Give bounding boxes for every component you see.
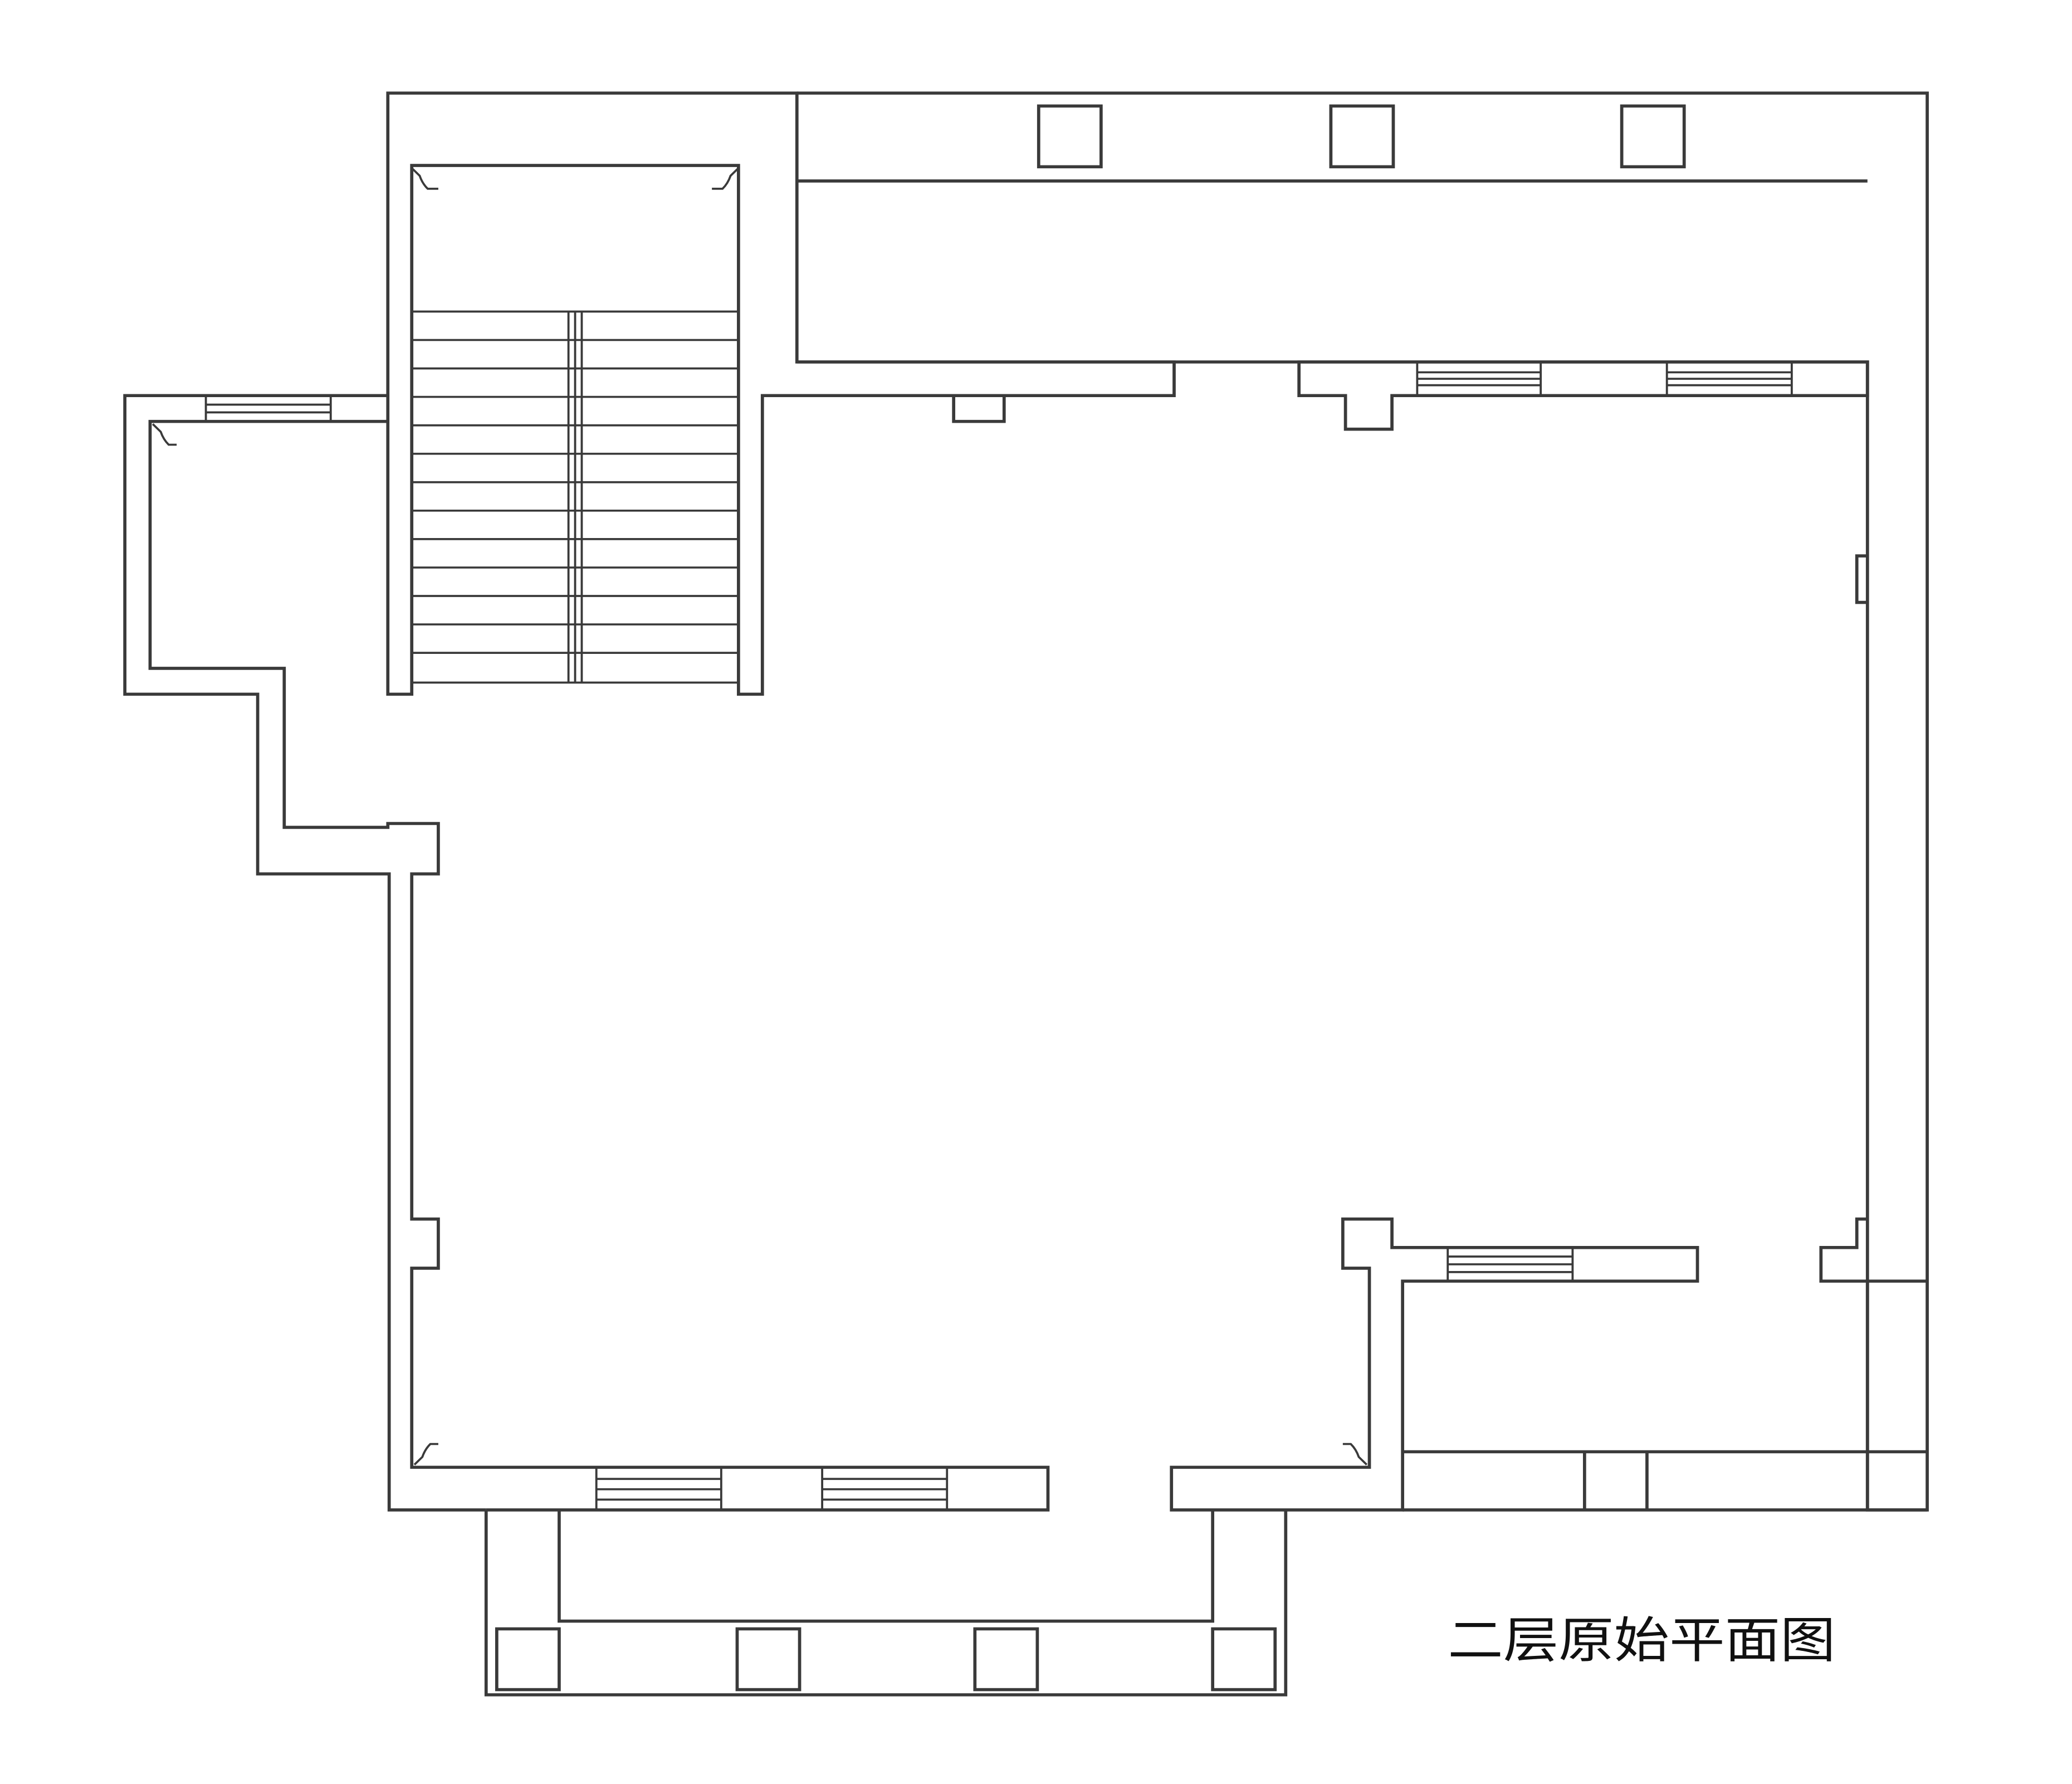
- east-wall: [1819, 554, 1928, 1283]
- wall-stub-left: [952, 395, 1006, 423]
- column-top-3: [1620, 104, 1686, 169]
- corner-mark-wing: [152, 423, 177, 446]
- front-porch: [484, 1509, 1288, 1697]
- window-north-2: [1665, 361, 1793, 396]
- terrace-outer-wall: [796, 91, 1929, 1512]
- column-top-1: [1037, 104, 1103, 169]
- window-north-1: [1416, 361, 1542, 396]
- porch-inner: [558, 1509, 1215, 1623]
- south-wall: [595, 1217, 1699, 1512]
- corner-mark-stair-tl: [411, 167, 438, 190]
- porch-outer: [484, 1509, 1288, 1697]
- stair-core: [386, 91, 1176, 696]
- column-porch-4: [1211, 1627, 1277, 1692]
- drawing-title: 二层原始平面图: [1448, 1612, 1835, 1670]
- bottom-right-room: [1402, 1281, 1928, 1512]
- south-wall-right-segment: [1170, 1217, 1699, 1512]
- corner-mark-south-right: [1342, 1443, 1368, 1466]
- window-south-1: [595, 1467, 722, 1510]
- column-porch-1: [495, 1627, 561, 1692]
- left-wing-inner: [148, 419, 1050, 1512]
- staircase: [412, 310, 739, 684]
- corner-mark-south-left: [413, 1443, 438, 1466]
- column-porch-2: [735, 1627, 802, 1692]
- left-wing: [123, 394, 1050, 1512]
- stair-core-outer-wall: [386, 91, 1176, 696]
- corner-mark-stair-tr: [712, 167, 740, 190]
- left-wing-outer: [123, 394, 486, 1512]
- window-inner-south: [1447, 1247, 1574, 1282]
- column-top-2: [1329, 104, 1395, 169]
- north-wall-right: [1297, 360, 1869, 431]
- column-porch-3: [973, 1627, 1039, 1692]
- top-terrace: [796, 91, 1929, 1512]
- window-left-wing: [204, 395, 332, 422]
- window-south-2: [821, 1467, 949, 1510]
